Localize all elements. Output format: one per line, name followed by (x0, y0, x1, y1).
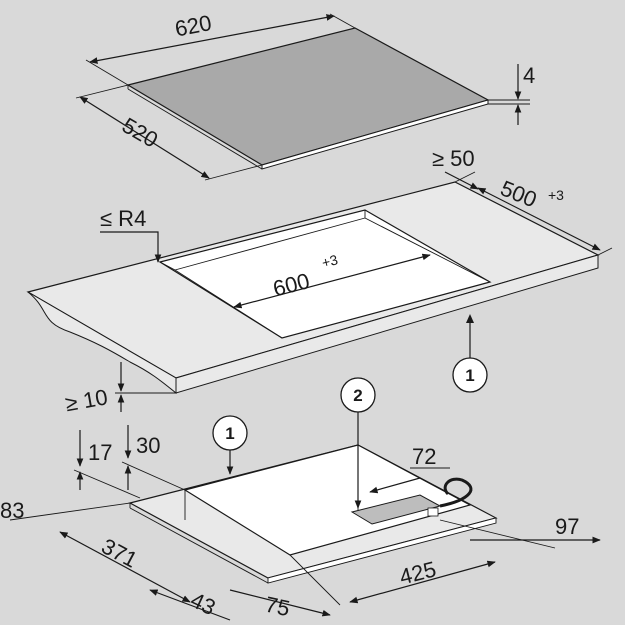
dim-30: 30 (121, 425, 186, 491)
dim-4-label: 4 (523, 63, 535, 88)
dim-4: 4 (488, 63, 535, 125)
dim-50-label: ≥ 50 (432, 146, 475, 171)
dim-75-label: 75 (263, 592, 292, 622)
callout-2-label: 2 (353, 386, 362, 405)
callout-1-underside-label: 1 (225, 424, 234, 443)
callout-2: 2 (340, 377, 376, 509)
dim-radius: ≤ R4 (100, 206, 162, 263)
hob-body (183, 444, 472, 556)
dim-radius-label: ≤ R4 (100, 206, 146, 231)
dim-50: ≥ 50 (432, 146, 479, 190)
dim-72: 72 (369, 444, 450, 494)
countertop-cut-edge (27, 291, 177, 395)
dim-97-label: 97 (555, 514, 579, 539)
dim-72-label: 72 (412, 444, 436, 469)
dim-97: 97 (439, 514, 601, 549)
callout-1-label: 1 (465, 366, 474, 385)
dim-600-tolerance: +3 (320, 251, 340, 270)
dim-17-label: 17 (88, 440, 112, 465)
hob-underside (128, 444, 498, 584)
dim-83-label: 83 (0, 498, 24, 523)
callout-1-underside: 1 (212, 415, 248, 475)
dim-75: 75 (229, 589, 331, 622)
dim-500-tolerance: +3 (548, 187, 564, 203)
power-cable (439, 477, 473, 508)
callout-1-countertop: 1 (452, 314, 488, 393)
dim-30-label: 30 (136, 433, 160, 458)
dim-17: 17 (73, 430, 141, 499)
dim-83: 83 (0, 498, 131, 523)
